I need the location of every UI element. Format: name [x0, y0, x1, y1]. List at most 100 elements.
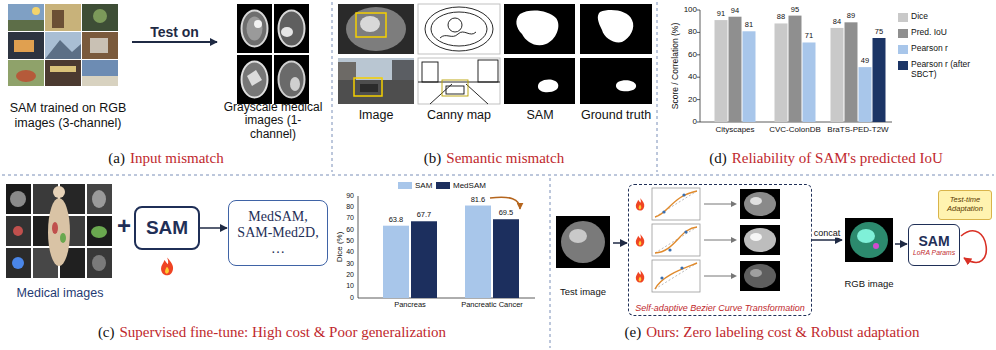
- curve-plot: [684, 230, 687, 233]
- rgb-photo-collage: [82, 4, 118, 31]
- fire-icon: [636, 270, 645, 283]
- bar-value: 75: [875, 28, 883, 37]
- axis-tick: 30: [346, 260, 354, 268]
- chart-axis: [700, 10, 701, 122]
- axis-tick: 40: [346, 248, 354, 256]
- model-box: SAM: [134, 206, 200, 250]
- street-image: [338, 80, 414, 104]
- chart-axis: [358, 196, 535, 298]
- column-header: Image: [359, 108, 394, 122]
- bar: [789, 16, 802, 122]
- axis-tick: 50: [346, 237, 354, 245]
- mri-image: [338, 4, 414, 54]
- curve-plot: [652, 260, 700, 292]
- curve-plot: [662, 210, 665, 213]
- edge-label: Test on: [148, 24, 201, 40]
- medical-image-collage: [12, 257, 24, 269]
- rgb-photo-collage: [8, 20, 44, 31]
- legend-text: Pred. IoU: [911, 28, 947, 38]
- ground-truth-mask: [580, 4, 652, 54]
- bar: [859, 67, 872, 122]
- node-text: RGB image: [844, 279, 893, 290]
- rgb-photo-collage: [45, 4, 81, 31]
- bar: [411, 221, 437, 298]
- test-mri-image: [569, 229, 587, 243]
- legend-text: Pearson r: [911, 44, 948, 54]
- rgb-photo-collage: [82, 76, 118, 86]
- medical-image-collage: [91, 226, 107, 238]
- curve-plot: [655, 227, 697, 253]
- medical-image-collage: [6, 184, 112, 278]
- bar-value: 88: [777, 13, 785, 22]
- bar: [803, 42, 816, 122]
- axis-tick: 10: [346, 282, 354, 290]
- legend-swatch: [898, 61, 908, 70]
- grayscale-ct-images: [281, 27, 293, 37]
- chart-axis: [358, 196, 359, 298]
- street-image: [338, 58, 414, 104]
- medical-image-collage: [6, 216, 31, 246]
- category-label: Pancreas: [394, 301, 426, 310]
- rgb-photo-collage: [90, 38, 108, 53]
- adaptation-loop: [961, 231, 986, 263]
- image-collage: SAM trained on RGB images (3-channel): [4, 4, 132, 132]
- panel-caption-part: (c): [98, 324, 115, 341]
- axis-tick: 0: [350, 294, 354, 302]
- legend-text: Dice: [911, 12, 928, 22]
- canny-edge-map: [442, 80, 468, 96]
- medical-image-collage: [92, 190, 106, 208]
- grayscale-ct-images: [247, 70, 262, 86]
- legend-swatch: [398, 182, 412, 189]
- node-text: Test image: [560, 287, 606, 298]
- model-box: MedSAM, SAM-Med2D, …: [228, 200, 328, 266]
- canny-edge-map: [478, 60, 498, 82]
- grayscale-ct-images: [279, 11, 305, 47]
- bar: [845, 22, 858, 122]
- medical-image-collage: [53, 186, 65, 198]
- category-label: Pancreatic Cancer: [461, 301, 523, 310]
- legend-text: MedSAM: [453, 181, 486, 190]
- mri-image: [356, 13, 386, 37]
- rgb-mri-image: [857, 229, 875, 243]
- bar: [873, 38, 886, 122]
- curve-to-image-arrow: [704, 240, 732, 241]
- column-header: Ground truth: [581, 108, 651, 122]
- rgb-photo-collage: [82, 32, 118, 59]
- column-header: Canny map: [427, 108, 491, 122]
- curve-plot: [655, 263, 697, 289]
- legend-swatch: [898, 45, 908, 54]
- panel-caption: (d)Reliability of SAM's predicted IoU: [709, 150, 943, 167]
- grayscale-ct-images: [254, 20, 262, 28]
- legend-swatch: [436, 182, 450, 189]
- grayscale-ct-images: [274, 4, 309, 53]
- axis-tick: 40: [688, 72, 697, 81]
- bar: [729, 17, 742, 122]
- rgb-mri-image: [845, 218, 893, 262]
- transformed-mri-image: [740, 261, 780, 291]
- node-text: MedSAM, SAM-Med2D, …: [233, 209, 323, 257]
- rgb-mri-image: [850, 222, 888, 258]
- legend-item: Pearson r (after SBCT): [898, 60, 990, 80]
- panel-caption: (c)Supervised fine-tune: High cost & Poo…: [98, 324, 446, 341]
- sam-mask: [504, 58, 575, 104]
- grayscale-ct-images: [237, 4, 272, 53]
- node-text: SAM: [918, 233, 949, 249]
- fire-icon: [636, 198, 645, 211]
- medical-image-collage: [6, 184, 31, 214]
- axis-tick: 60: [688, 50, 697, 59]
- bar-value: 67.7: [417, 211, 432, 220]
- curve-to-image-arrow: [731, 201, 737, 207]
- curve-plot: [655, 227, 697, 253]
- medical-image-collage: [87, 248, 112, 278]
- fire-icon: [161, 258, 173, 276]
- curve-plot: [652, 188, 700, 292]
- grayscale-ct-images: [237, 55, 272, 104]
- mri-image: [346, 7, 406, 51]
- rgb-photo-collage: [32, 7, 40, 15]
- grayscale-ct-images: [279, 62, 305, 98]
- drop-arrow: [490, 197, 520, 209]
- test-mri-image: [556, 216, 610, 268]
- axis-title: Dice (%): [335, 232, 344, 263]
- panel-caption-part: Input mismatch: [130, 150, 224, 167]
- mri-image: [338, 4, 414, 54]
